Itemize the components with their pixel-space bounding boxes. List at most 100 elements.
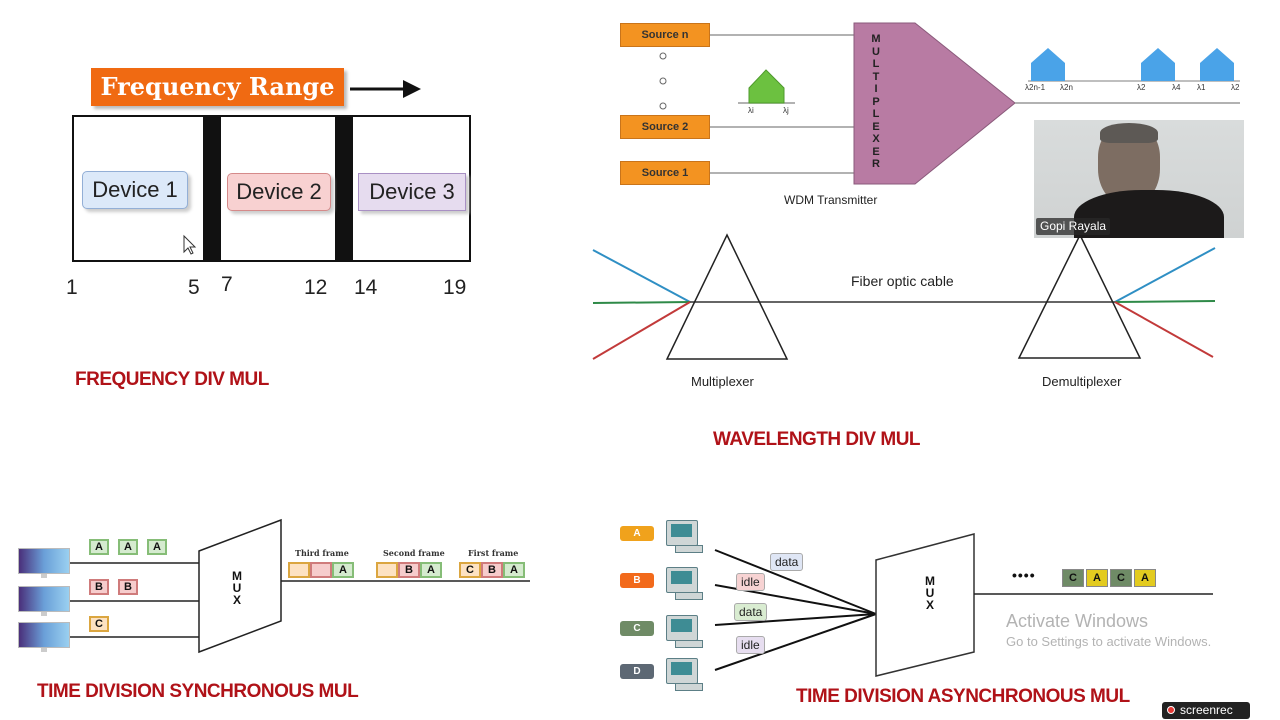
line-status-tag: idle (736, 573, 765, 591)
band-label: λ2 (1137, 83, 1146, 92)
frame-slot (310, 562, 332, 578)
output-slot: A (1134, 569, 1156, 587)
guard-band-1 (203, 116, 221, 261)
input-unit: A (118, 539, 138, 555)
frame-slot: A (420, 562, 442, 578)
blue-ray (1114, 247, 1216, 303)
multiplexer-shape (853, 22, 1016, 185)
band-label: λ4 (1172, 83, 1181, 92)
band-label: λj (783, 106, 789, 115)
station-label: A (620, 526, 654, 541)
frame-label: Third frame (295, 548, 349, 558)
dot (659, 77, 667, 85)
frame-slot: A (332, 562, 354, 578)
frequency-tick: 1 (66, 276, 78, 299)
computer-screen (671, 571, 692, 584)
output-slot: A (1086, 569, 1108, 587)
device-3-label: Device 3 (358, 173, 466, 211)
guard-band-2 (335, 116, 353, 261)
tdm-async-title: TIME DIVISION ASYNCHRONOUS MUL (796, 686, 1130, 707)
green-ray (1114, 300, 1216, 303)
activate-windows-subtext: Go to Settings to activate Windows. (1006, 634, 1212, 649)
station-label: D (620, 664, 654, 679)
frequency-tick: 12 (304, 276, 328, 299)
computer-icon (666, 567, 703, 600)
dot (659, 102, 667, 110)
station-label: C (620, 621, 654, 636)
source-n-box: Source n (620, 23, 710, 47)
demux-prism (1017, 233, 1142, 359)
computer-monitor-icon (18, 548, 70, 578)
output-slot: C (1062, 569, 1084, 587)
frame-slot: C (459, 562, 481, 578)
station-label: B (620, 573, 654, 588)
computer-monitor-icon (18, 622, 70, 652)
keyboard (675, 545, 703, 553)
frequency-tick: 7 (221, 273, 233, 296)
participant-video[interactable]: Gopi Rayala (1034, 120, 1244, 238)
mouse-cursor-icon (183, 234, 197, 255)
person-hair (1100, 123, 1158, 143)
input-unit: B (89, 579, 109, 595)
wavelength-div-title: WAVELENGTH DIV MUL (713, 429, 921, 450)
monitor-stand (41, 612, 47, 616)
dot (659, 52, 667, 60)
band-label: λ1 (1197, 83, 1206, 92)
red-ray (1114, 301, 1214, 358)
source-2-box: Source 2 (620, 115, 710, 139)
activate-windows-heading: Activate Windows (1006, 611, 1149, 631)
line-status-tag: idle (736, 636, 765, 654)
green-ray (592, 301, 691, 304)
frame-label: First frame (468, 548, 519, 558)
frequency-tick: 14 (354, 276, 378, 299)
monitor-stand (41, 574, 47, 578)
tdm-sync-title: TIME DIVISION SYNCHRONOUS MUL (37, 681, 359, 702)
monitor-stand (41, 648, 47, 652)
participant-name-label: Gopi Rayala (1036, 218, 1111, 235)
input-unit: A (89, 539, 109, 555)
arrow-right-icon (403, 80, 421, 98)
frame-slot: B (398, 562, 420, 578)
output-slot: C (1110, 569, 1132, 587)
frequency-tick: 19 (443, 276, 467, 299)
frequency-div-title: FREQUENCY DIV MUL (75, 369, 269, 390)
demultiplexer-caption: Demultiplexer (1042, 374, 1122, 389)
frame-slot (376, 562, 398, 578)
line-status-tag: data (734, 603, 768, 621)
computer-screen (671, 619, 692, 632)
computer-screen (671, 662, 692, 675)
frequency-tick: 5 (188, 276, 200, 299)
device-2-label: Device 2 (227, 173, 331, 211)
blue-band-shape (1031, 48, 1065, 81)
fiber-cable-label: Fiber optic cable (851, 273, 954, 289)
keyboard (675, 640, 703, 648)
record-icon (1167, 706, 1175, 714)
ellipsis: •••• (1012, 567, 1036, 583)
computer-monitor-icon (18, 586, 70, 616)
keyboard (675, 592, 703, 600)
band-label: λ2n (1060, 83, 1073, 92)
sync-mux-shape (198, 518, 282, 654)
mux-prism (665, 233, 789, 360)
band-label: λ2 (1231, 83, 1240, 92)
line-status-tag: data (770, 553, 804, 571)
band-label: λ2n-1 (1025, 83, 1046, 92)
frequency-range-banner: Frequency Range (91, 68, 344, 106)
screenrec-badge[interactable]: screenrec (1162, 702, 1250, 719)
computer-screen (671, 524, 692, 537)
async-mux-shape (875, 533, 975, 677)
multiplexer-caption: Multiplexer (691, 374, 754, 389)
input-unit: B (118, 579, 138, 595)
blue-ray (592, 249, 691, 303)
band-label: λi (748, 106, 754, 115)
computer-icon (666, 658, 703, 691)
frame-slot: A (503, 562, 525, 578)
source-1-box: Source 1 (620, 161, 710, 185)
computer-icon (666, 615, 703, 648)
blue-band-shape (1141, 48, 1175, 81)
frame-slot (288, 562, 310, 578)
blue-band-shape (1200, 48, 1234, 81)
